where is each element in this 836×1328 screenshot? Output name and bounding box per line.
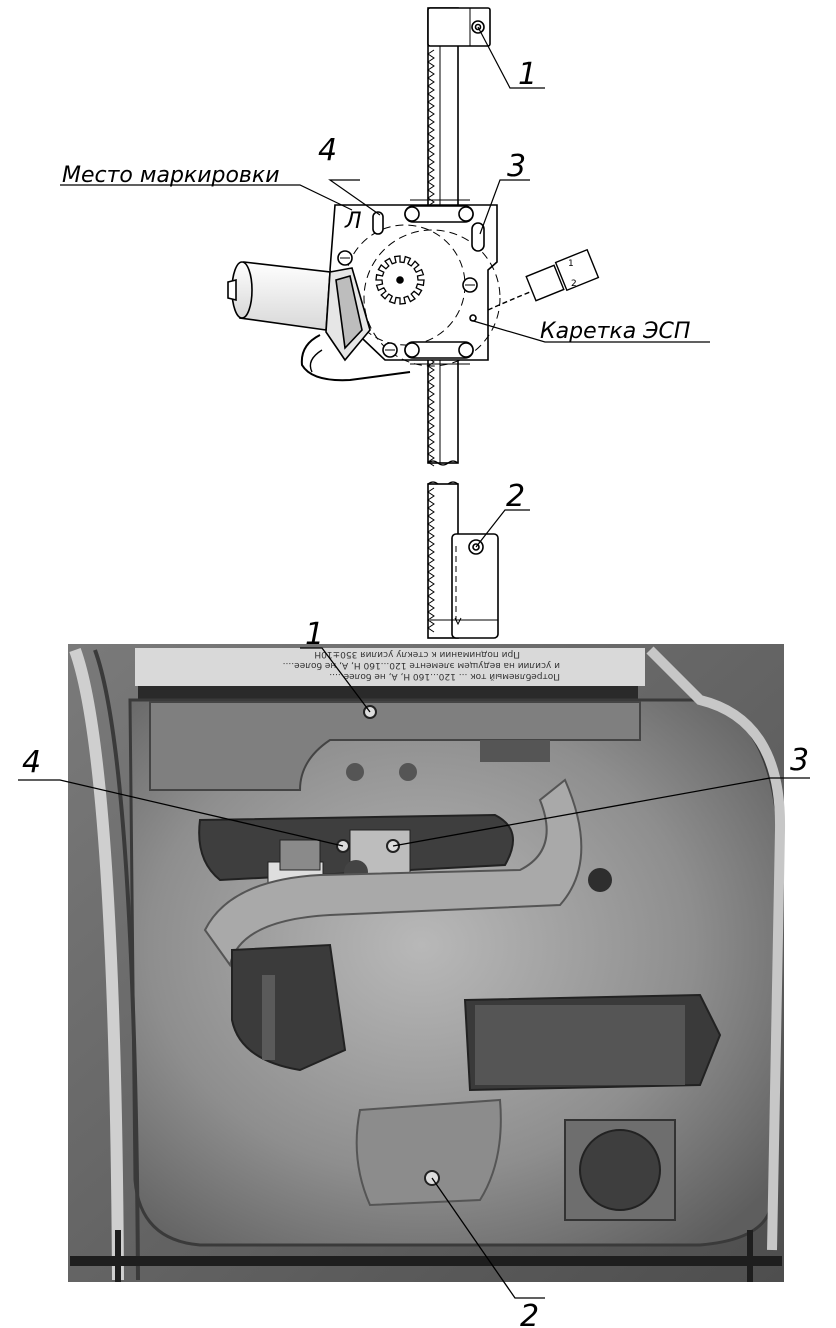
- photo-callout-3: 3: [790, 743, 809, 778]
- connector-pin-1: 1: [568, 259, 574, 269]
- photo-label-line-1: Потребляемый ток ... 120...160 Н, А, не …: [329, 671, 560, 681]
- rack-teeth-lower: [427, 487, 435, 633]
- drawing-callout-3: 3: [507, 149, 526, 184]
- leader-lines: [60, 26, 710, 548]
- motor: [227, 261, 411, 382]
- carriage-caption: Каретка ЭСП: [540, 319, 690, 344]
- door-photo: Потребляемый ток ... 120...160 Н, А, не …: [18, 644, 810, 1299]
- photo-callout-1: 1: [305, 617, 324, 652]
- drawing-callout-4: 4: [318, 133, 337, 168]
- marking-place-caption: Место маркировки: [62, 163, 280, 188]
- connector: 1 2: [487, 248, 600, 311]
- drawing-callout-1: 1: [518, 57, 537, 92]
- photo-label-line-2: и усилии на ведущем элементе 120...160 Н…: [283, 660, 560, 670]
- photo-callout-4: 4: [22, 745, 41, 780]
- window-regulator-drawing: 1 2 Л 1 2 3 4 Место маркиров: [60, 7, 710, 639]
- photo-label-line-3: При поднимании к стеклу усилия 350±10Н: [314, 649, 520, 659]
- upper-bracket: [427, 7, 491, 47]
- carriage-plate: [329, 199, 501, 367]
- side-marking: Л: [344, 209, 362, 234]
- connector-pin-2: 2: [571, 279, 577, 289]
- rack-lower: [427, 481, 499, 639]
- drawing-callout-2: 2: [506, 479, 525, 514]
- photo-callout-2: 2: [520, 1299, 539, 1328]
